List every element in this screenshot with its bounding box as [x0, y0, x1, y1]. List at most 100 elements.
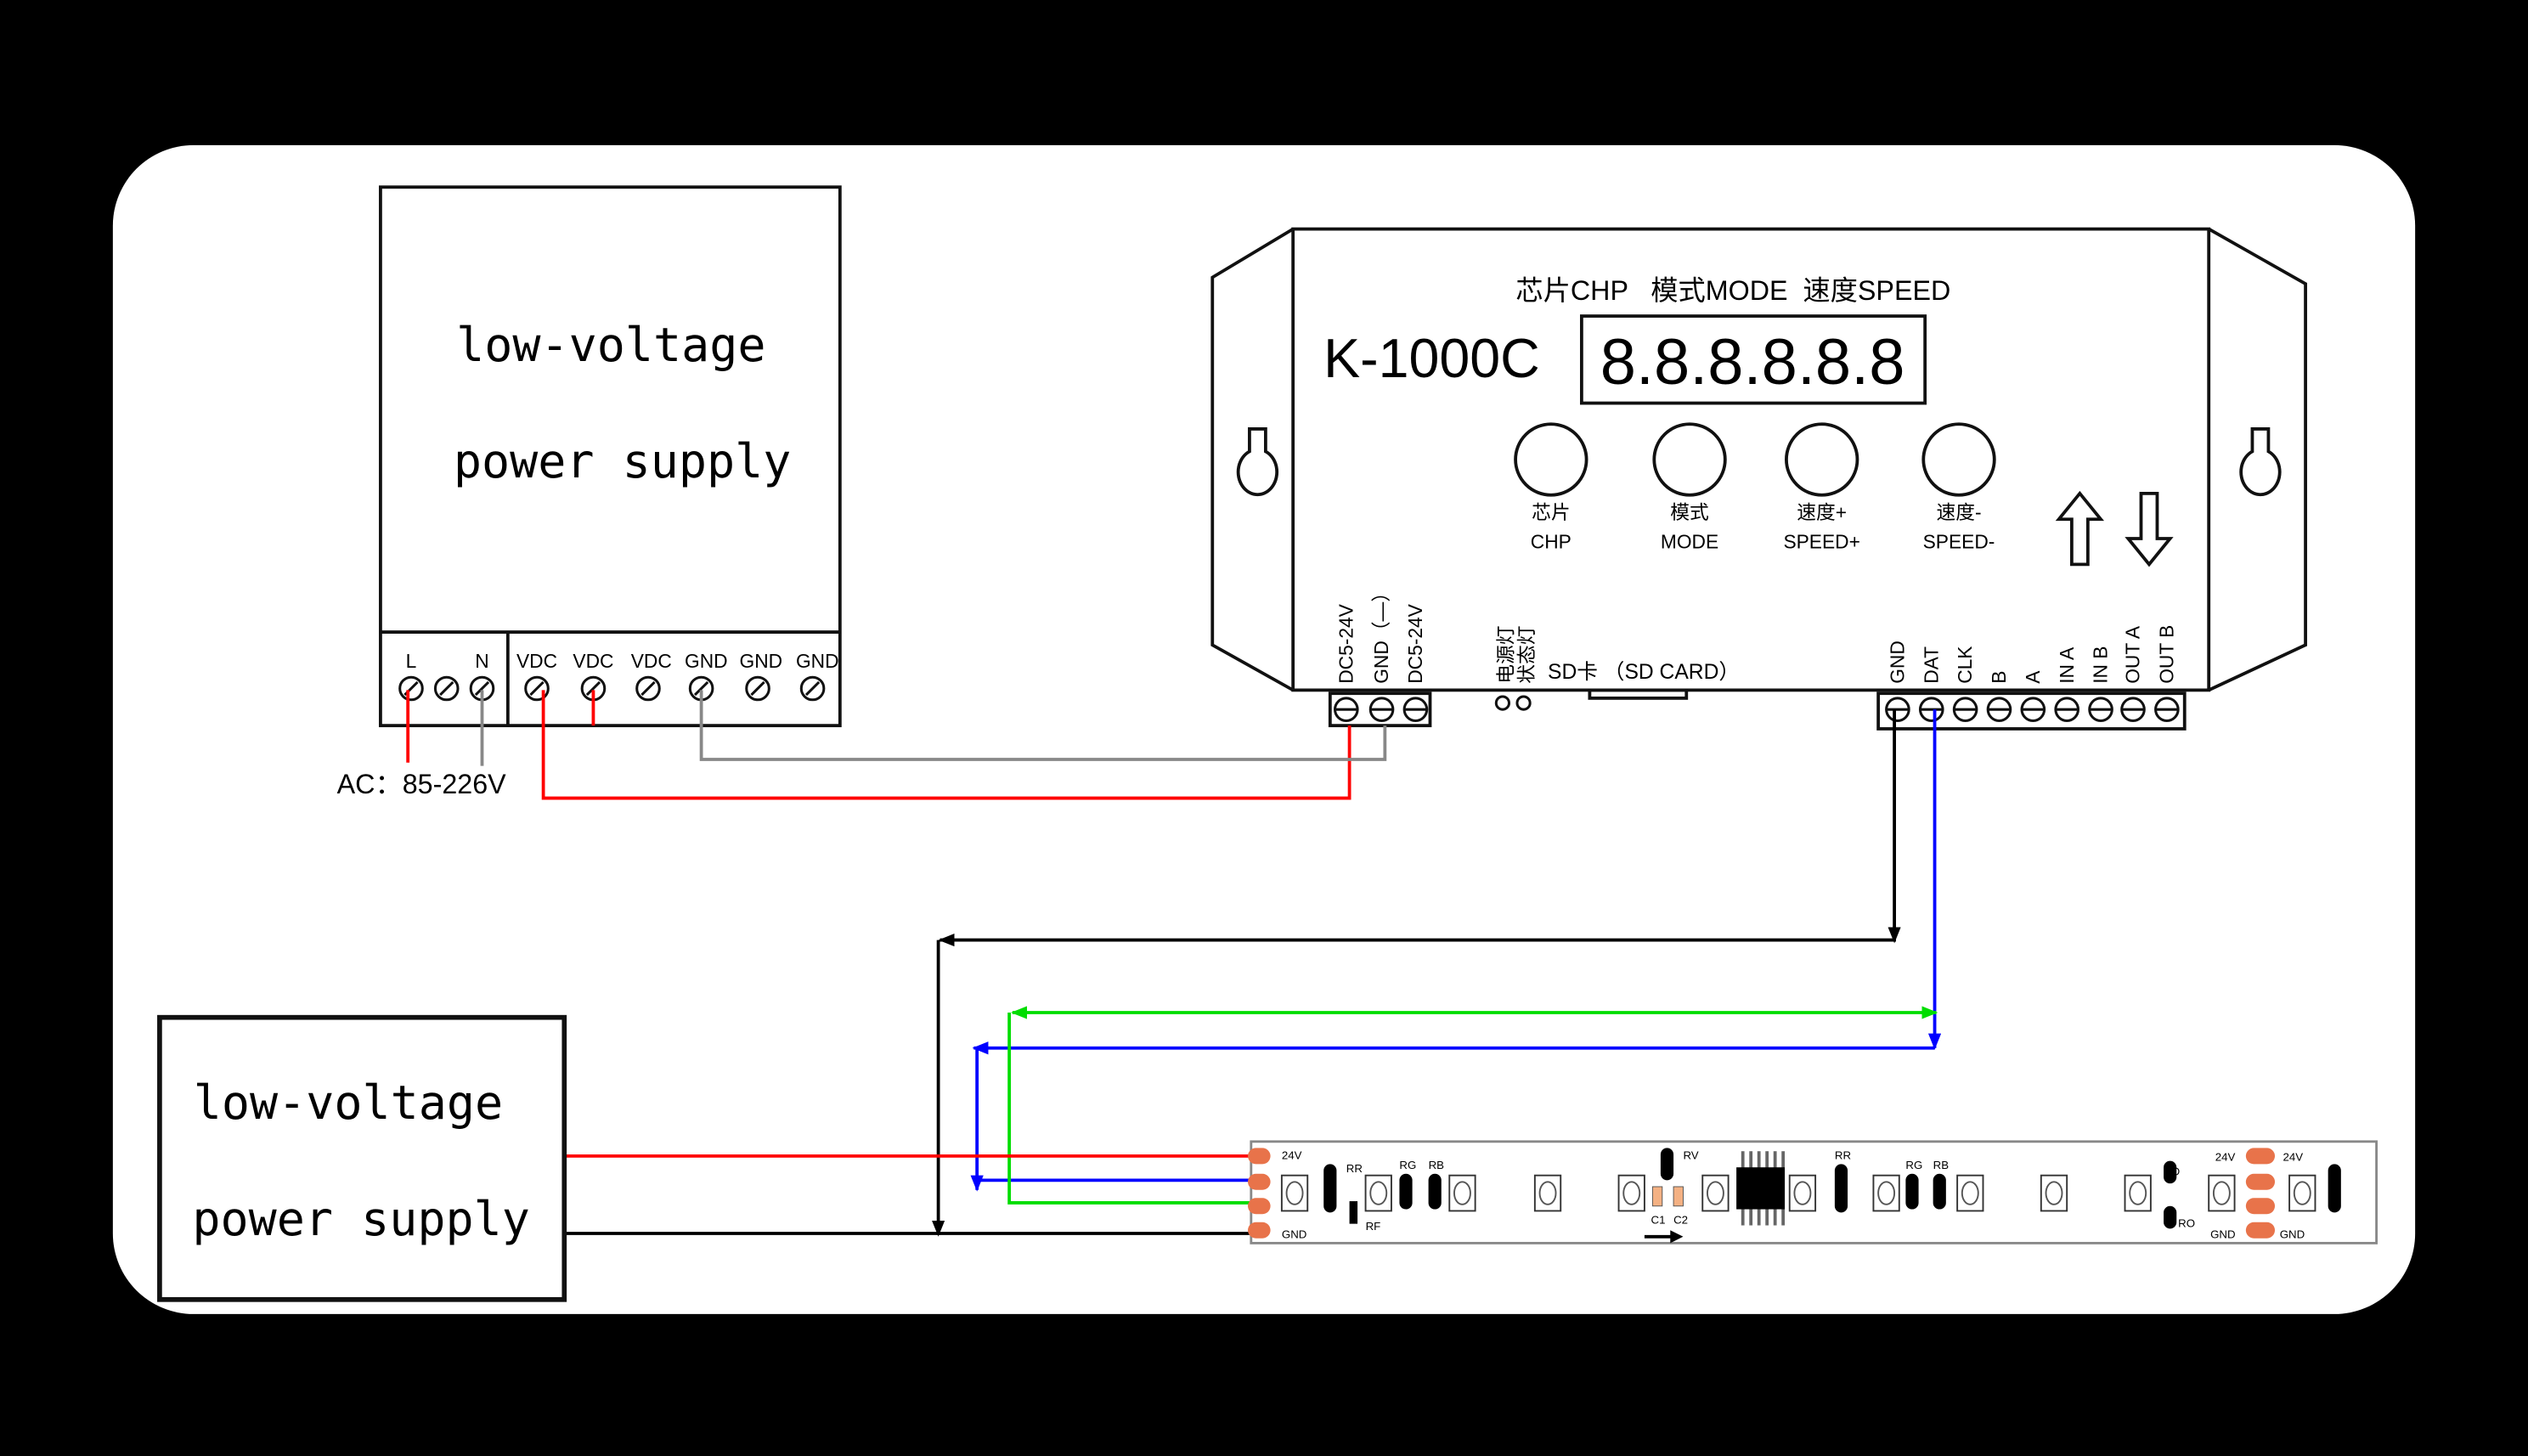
controller-button-speed-plus[interactable]: 速度+ SPEED+ — [1783, 422, 1860, 552]
terminal-label: OUT A — [2122, 625, 2144, 684]
terminal-label: L — [406, 650, 417, 672]
screw-terminal — [688, 675, 714, 702]
led-chip — [1872, 1174, 1900, 1212]
controller-button-mode[interactable]: 模式MODE — [1652, 422, 1727, 552]
power-led — [1494, 695, 1511, 711]
strip-label: RO — [2178, 1216, 2195, 1229]
led-chip — [2040, 1174, 2068, 1212]
keyhole-icon — [2239, 427, 2282, 497]
resistor — [1349, 1201, 1358, 1224]
strip-label: RR — [1346, 1162, 1363, 1175]
terminal-label: DC5-24V — [1335, 603, 1357, 683]
led-chip — [1533, 1174, 1562, 1212]
screw-terminal — [433, 675, 460, 702]
terminal-label: IN B — [2090, 646, 2112, 684]
solder-pad — [2245, 1222, 2276, 1239]
led-chip — [1701, 1174, 1730, 1212]
led-strip: 24V GND RR RF RG RB RV C1 C2 RR RG RB RD… — [1248, 1140, 2378, 1244]
power-supply-bottom: low-voltage power supply — [157, 1014, 567, 1302]
led-chip — [2288, 1174, 2316, 1212]
screw-terminal — [469, 675, 495, 702]
psu-bottom-line1: low-voltage — [194, 1075, 503, 1130]
strip-label: RD — [2164, 1165, 2180, 1178]
screw-terminal — [1402, 697, 1429, 722]
solder-pad — [1248, 1148, 1271, 1165]
resistor — [2164, 1205, 2177, 1229]
terminal-label: GND — [685, 650, 728, 672]
screw-terminal — [1333, 697, 1359, 722]
strip-label: RR — [1835, 1149, 1851, 1162]
strip-label: 24V — [1282, 1149, 1302, 1162]
strip-label: GND — [1282, 1228, 1306, 1241]
resistor — [2328, 1164, 2341, 1213]
strip-label: RV — [1683, 1149, 1698, 1162]
terminal-label: VDC — [631, 650, 672, 672]
svg-text:SPEED-: SPEED- — [1923, 530, 1995, 552]
screw-terminal — [2088, 697, 2113, 722]
screw-terminal — [2020, 697, 2046, 722]
strip-label: 24V — [2283, 1151, 2304, 1164]
controller-button-speed-minus[interactable]: 速度- SPEED- — [1921, 422, 1996, 552]
sd-card-slot[interactable] — [1588, 688, 1689, 700]
led-chip — [1448, 1174, 1476, 1212]
capacitor — [1673, 1186, 1684, 1207]
k1000c-controller: 芯片CHP 模式MODE 速度SPEED K-1000C 8.8.8.8.8.8… — [1210, 227, 2307, 731]
sd-card-label: SD卡 （SD CARD） — [1548, 660, 1740, 684]
arrow-down-icon — [2125, 491, 2174, 567]
resistor — [1428, 1173, 1442, 1210]
led-chip — [2208, 1174, 2236, 1212]
screw-terminal — [2154, 697, 2180, 722]
svg-text:MODE: MODE — [1661, 530, 1718, 552]
indicator-label: 状态灯 — [1515, 625, 1538, 683]
svg-text:CHP: CHP — [1531, 530, 1572, 552]
strip-label: C1 — [1651, 1214, 1666, 1227]
screw-terminal — [1952, 697, 1978, 722]
led-chip — [1280, 1174, 1309, 1212]
controller-button-chp[interactable]: 芯片 CHP — [1514, 422, 1588, 552]
resistor — [1905, 1173, 1919, 1210]
seven-segment-display — [1580, 314, 1927, 405]
resistor — [1399, 1173, 1413, 1210]
terminal-label: OUT B — [2155, 625, 2177, 684]
terminal-label: VDC — [573, 650, 613, 672]
solder-pad — [1248, 1173, 1271, 1190]
svg-text:芯片: 芯片 — [1532, 501, 1571, 523]
terminal-label: B — [1988, 671, 2010, 684]
svg-text:速度-: 速度- — [1936, 501, 1981, 523]
diagram-panel — [112, 144, 2416, 1314]
terminal-label: GND — [1886, 641, 1908, 684]
terminal-label: N — [475, 650, 488, 672]
svg-text:SPEED+: SPEED+ — [1783, 530, 1859, 552]
strip-label: GND — [2210, 1228, 2235, 1241]
terminal-label: VDC — [516, 650, 557, 672]
solder-pad — [2245, 1148, 2276, 1165]
terminal-label: GND（—） — [1370, 583, 1392, 684]
direction-arrow-icon — [1644, 1230, 1684, 1244]
screw-terminal — [1986, 697, 2012, 722]
terminal-label: IN A — [2056, 646, 2078, 684]
strip-label: 24V — [2215, 1151, 2236, 1164]
screw-terminal — [745, 675, 770, 702]
strip-label: C2 — [1673, 1214, 1688, 1227]
strip-label: GND — [2280, 1228, 2305, 1241]
strip-label: RG — [1905, 1159, 1922, 1171]
arrow-up-icon — [2055, 490, 2105, 567]
terminal-label: GND — [740, 650, 783, 672]
svg-text:速度+: 速度+ — [1797, 501, 1847, 523]
capacitor — [1651, 1186, 1663, 1207]
terminal-label: A — [2022, 670, 2044, 684]
terminal-label: DC5-24V — [1404, 603, 1426, 683]
terminal-label: GND — [796, 650, 839, 672]
strip-label: RB — [1933, 1159, 1950, 1171]
screw-terminal — [635, 675, 661, 702]
resistor — [1323, 1164, 1337, 1213]
resistor — [1834, 1164, 1848, 1213]
keyhole-icon — [1236, 427, 1279, 497]
screw-terminal — [799, 675, 826, 702]
ac-voltage-label: AC：85-226V — [337, 769, 506, 799]
solder-pad — [1248, 1222, 1271, 1239]
resistor — [2164, 1160, 2177, 1184]
strip-label: RF — [1366, 1220, 1381, 1233]
led-chip — [1364, 1174, 1392, 1212]
